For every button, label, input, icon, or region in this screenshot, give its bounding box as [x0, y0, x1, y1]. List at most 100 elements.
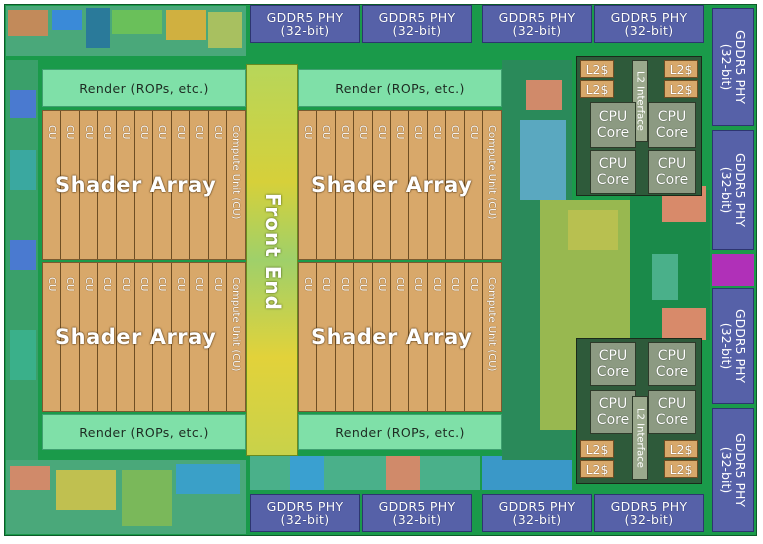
cu-label: CU — [193, 125, 205, 140]
l2-interface-block: L2 Interface — [632, 396, 648, 480]
compute-unit-column: CU — [43, 111, 62, 259]
compute-unit-column: CU — [299, 263, 318, 411]
logic-region — [386, 456, 420, 490]
compute-unit-column: CU — [98, 111, 117, 259]
cpu-label: CPU — [657, 109, 687, 125]
core-label: Core — [596, 412, 630, 428]
gddr5-label: GDDR5 PHY — [733, 432, 748, 508]
compute-unit-column: CU — [172, 263, 191, 411]
gddr5-width-label: (32-bit) — [512, 23, 562, 38]
shader-array-label: Shader Array — [311, 325, 473, 349]
cu-label: CU — [119, 277, 131, 292]
gddr5-label: GDDR5 PHY — [378, 10, 456, 25]
logic-region — [568, 210, 618, 250]
shader-array-label: Shader Array — [311, 173, 473, 197]
cu-label: CU — [101, 277, 113, 292]
logic-region — [56, 470, 116, 510]
compute-unit-label: Compute Unit (CU) — [230, 277, 241, 372]
l2-interface-label: L2 Interface — [634, 71, 646, 131]
gddr5-width-label: (32-bit) — [719, 166, 734, 214]
compute-unit-column: CU — [172, 111, 191, 259]
l2-cache-block: L2$ — [664, 440, 698, 458]
logic-region — [8, 10, 48, 36]
compute-unit-column: CU — [336, 263, 355, 411]
cu-label: CU — [211, 125, 223, 140]
gddr5-label: GDDR5 PHY — [610, 10, 688, 25]
compute-unit-column: CU — [61, 263, 80, 411]
compute-unit-column: CU — [135, 263, 154, 411]
cu-label: CU — [412, 125, 424, 140]
gddr5-phy-block: GDDR5 PHY(32-bit) — [712, 288, 754, 404]
cu-label: CU — [467, 277, 479, 292]
cu-label: CU — [64, 125, 76, 140]
compute-unit-column: CU — [117, 111, 135, 259]
compute-unit-column: CU — [354, 111, 373, 259]
cu-label: CU — [375, 125, 387, 140]
gddr5-phy-block: GDDR5 PHY(32-bit) — [482, 5, 592, 43]
gddr5-vertical-label: GDDR5 PHY(32-bit) — [719, 309, 748, 383]
compute-unit-column: CU — [373, 263, 391, 411]
front-end-label: Front End — [261, 193, 285, 311]
logic-region — [86, 8, 110, 48]
cpu-label: CPU — [598, 156, 628, 172]
l2-cache-block: L2$ — [664, 80, 698, 98]
gddr5-label: GDDR5 PHY — [378, 499, 456, 514]
cu-label: CU — [174, 277, 186, 292]
cu-label: CU — [101, 125, 113, 140]
gddr5-phy-block: GDDR5 PHY(32-bit) — [250, 5, 360, 43]
gddr5-width-label: (32-bit) — [392, 512, 442, 527]
cu-label: CU — [46, 125, 57, 140]
render-rop-block: Render (ROPs, etc.) — [42, 414, 246, 450]
core-label: Core — [655, 172, 689, 188]
compute-unit-column: CU — [354, 263, 373, 411]
gddr5-phy-block: GDDR5 PHY(32-bit) — [482, 494, 592, 532]
core-label: Core — [596, 125, 630, 141]
cu-label: CU — [138, 277, 149, 292]
logic-region — [10, 240, 36, 270]
compute-unit-column: CU — [190, 263, 209, 411]
cu-label: CU — [449, 277, 461, 292]
compute-unit-column: CU — [80, 263, 99, 411]
cu-label: CU — [449, 125, 461, 140]
compute-unit-column: CU — [209, 111, 227, 259]
compute-unit-label: Compute Unit (CU) — [486, 125, 497, 220]
logic-region — [10, 330, 36, 380]
cu-label: CU — [46, 277, 57, 292]
core-label: Core — [655, 125, 689, 141]
gddr5-width-label: (32-bit) — [512, 512, 562, 527]
cpu-label: CPU — [657, 396, 687, 412]
compute-unit-column: CU — [61, 111, 80, 259]
compute-unit-column: CU — [446, 111, 465, 259]
logic-region — [250, 456, 480, 490]
compute-unit-column: CU — [153, 111, 172, 259]
compute-unit-column: CU — [409, 263, 428, 411]
logic-region — [122, 470, 172, 526]
compute-unit-column: CU — [391, 263, 410, 411]
cu-label: CU — [119, 125, 131, 140]
cu-label: CU — [357, 125, 369, 140]
compute-unit-column: CU — [317, 111, 336, 259]
render-rop-block: Render (ROPs, etc.) — [298, 414, 502, 450]
cpu-label: CPU — [598, 348, 628, 364]
logic-region — [112, 10, 162, 34]
render-rop-block: Render (ROPs, etc.) — [298, 69, 502, 107]
compute-unit-column: CU — [373, 111, 391, 259]
cu-label: CU — [394, 277, 405, 292]
gddr5-vertical-label: GDDR5 PHY(32-bit) — [719, 432, 748, 508]
logic-region — [10, 466, 50, 490]
compute-unit-column: CU — [446, 263, 465, 411]
cu-label: CU — [211, 277, 223, 292]
compute-unit-column: CU — [98, 263, 117, 411]
core-label: Core — [655, 364, 689, 380]
compute-unit-column: CU — [80, 111, 99, 259]
cu-label: CU — [467, 125, 479, 140]
cu-label: CU — [394, 125, 405, 140]
l2-cache-block: L2$ — [664, 460, 698, 478]
logic-region — [482, 456, 572, 490]
